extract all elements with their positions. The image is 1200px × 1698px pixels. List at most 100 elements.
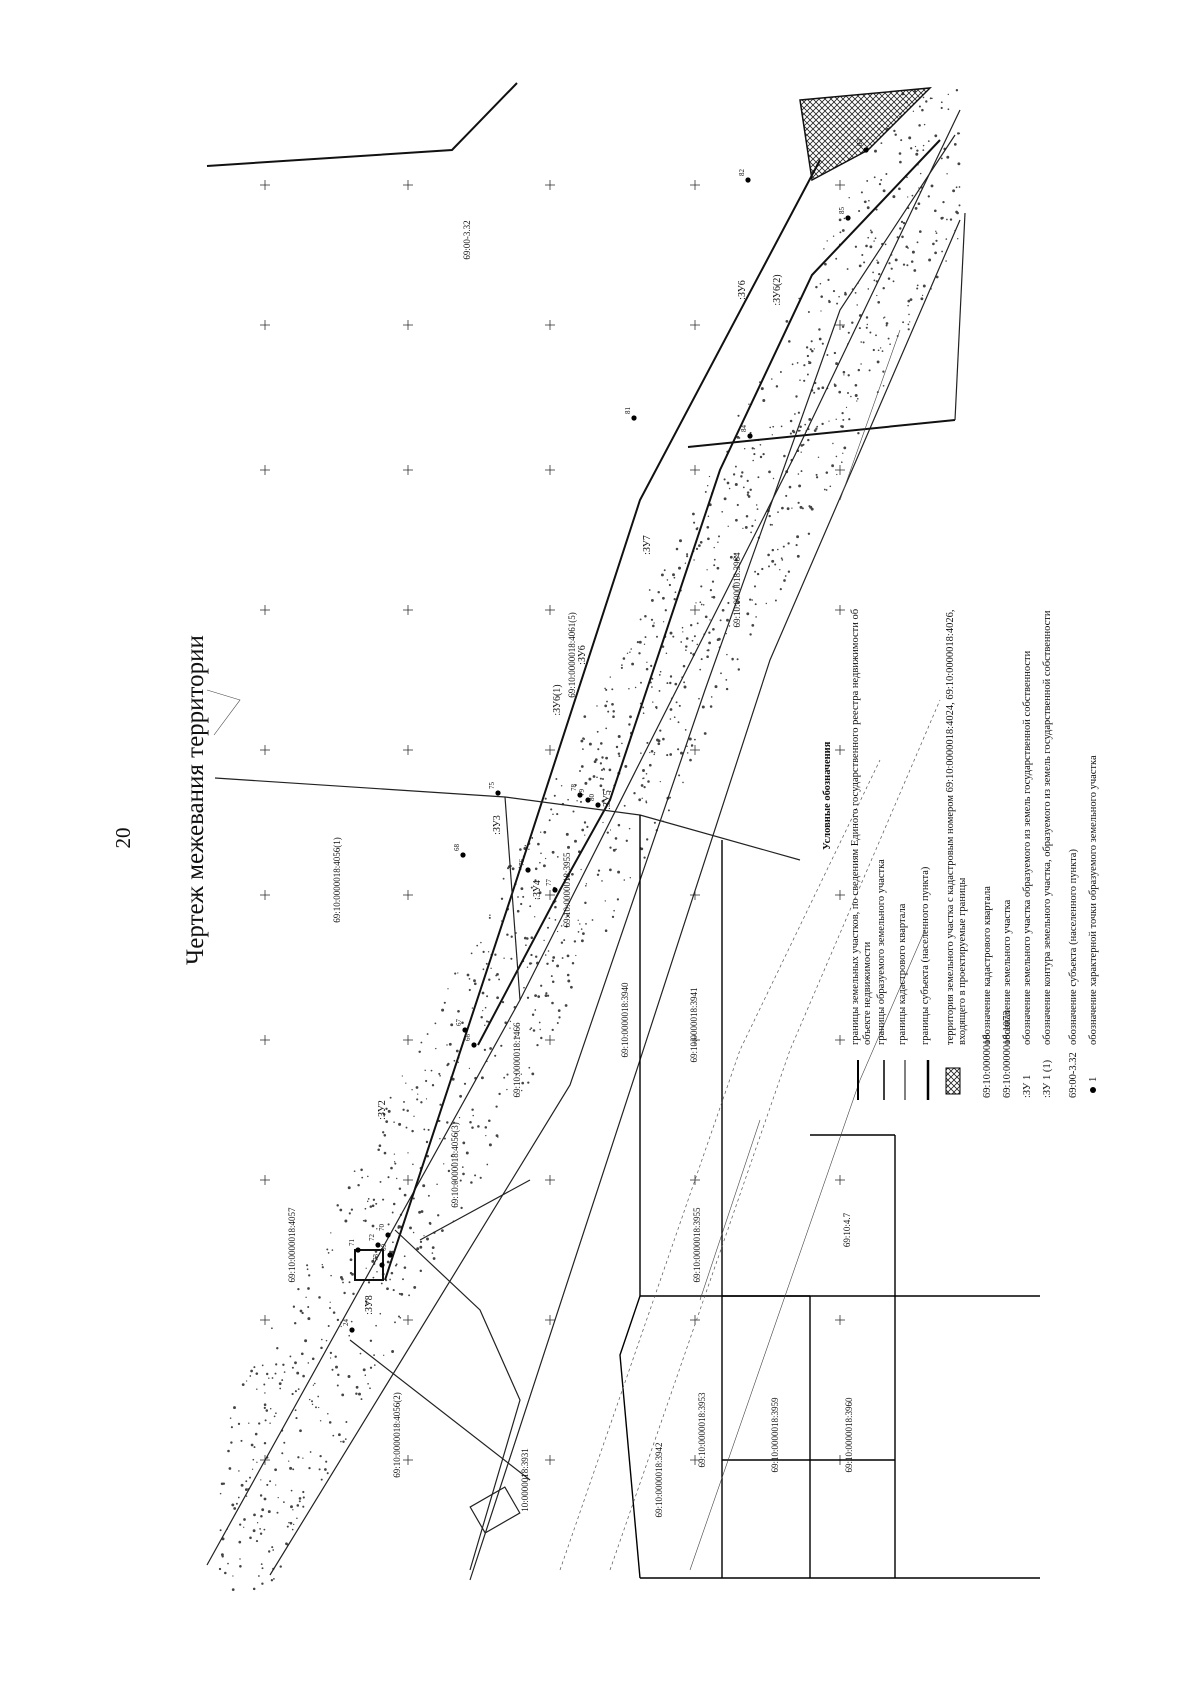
- stipple-dot: [539, 861, 541, 864]
- stipple-dot: [901, 235, 904, 239]
- stipple-dot: [367, 1281, 371, 1284]
- stipple-dot: [340, 1325, 342, 1328]
- parcel-label: 10:0000018:3931: [520, 1448, 530, 1512]
- stipple-dot: [592, 775, 596, 778]
- stipple-dot: [540, 984, 543, 987]
- stipple-dot: [319, 1420, 322, 1422]
- stipple-dot: [529, 905, 532, 908]
- stipple-dot: [704, 490, 707, 493]
- stipple-dot: [394, 1321, 396, 1324]
- stipple-dot: [843, 446, 847, 450]
- stipple-dot: [921, 108, 924, 112]
- stipple-dot: [336, 1318, 340, 1322]
- stipple-dot: [327, 1325, 330, 1327]
- stipple-dot: [707, 537, 710, 541]
- stipple-dot: [916, 149, 919, 152]
- legend-row: границы земельных участков, по сведениям…: [850, 609, 873, 1100]
- stipple-dot: [383, 1134, 387, 1137]
- stipple-dot: [604, 687, 606, 690]
- stipple-dot: [692, 512, 695, 516]
- stipple-dot: [528, 1066, 531, 1069]
- stipple-dot: [552, 813, 554, 816]
- stipple-dot: [580, 868, 582, 871]
- stipple-dot: [298, 1500, 301, 1503]
- stipple-dot: [709, 705, 713, 708]
- stipple-dot: [477, 1125, 480, 1128]
- legend: Условные обозначения границы земельных у…: [822, 609, 1099, 1100]
- stipple-dot: [599, 762, 603, 765]
- stipple-dot: [806, 373, 809, 376]
- stipple-dot: [472, 1114, 474, 1117]
- stipple-dot: [695, 547, 699, 551]
- stipple-dot: [735, 518, 738, 522]
- stipple-dot: [706, 655, 709, 659]
- stipple-dot: [327, 1412, 329, 1415]
- stipple-dot: [820, 295, 823, 298]
- stipple-dot: [611, 688, 614, 691]
- stipple-dot: [824, 262, 827, 266]
- stipple-dot: [471, 1007, 474, 1009]
- stipple-dot: [869, 229, 872, 232]
- stipple-dot: [334, 1355, 337, 1358]
- stipple-dot: [392, 1202, 396, 1206]
- stipple-dot: [332, 1434, 335, 1437]
- stipple-dot: [369, 1205, 373, 1208]
- stipple-dot: [461, 1166, 464, 1168]
- stipple-dot: [596, 873, 600, 877]
- stipple-dot: [296, 1371, 300, 1375]
- stipple-dot: [547, 994, 550, 997]
- stipple-dot: [291, 1528, 294, 1531]
- stipple-dot: [767, 553, 770, 557]
- stipple-dot: [804, 423, 807, 426]
- stipple-dot: [263, 1383, 266, 1386]
- stipple-dot: [900, 220, 904, 224]
- stipple-dot: [294, 1409, 297, 1412]
- stipple-dot: [782, 545, 785, 548]
- stipple-dot: [489, 1047, 492, 1050]
- stipple-dot: [604, 704, 608, 708]
- stipple-dot: [443, 1137, 446, 1140]
- stipple-dot: [457, 1009, 460, 1013]
- stipple-dot: [537, 898, 539, 900]
- stipple-dot: [653, 753, 655, 756]
- stipple-dot: [818, 337, 822, 341]
- stipple-dot: [786, 507, 790, 511]
- legend-symbol-text: :ЗУ 1 (1): [1042, 1059, 1053, 1098]
- stipple-dot: [462, 1141, 466, 1145]
- stipple-dot: [263, 1403, 267, 1406]
- stipple-dot: [836, 302, 839, 305]
- stipple-dot: [359, 1352, 362, 1355]
- stipple-dot: [889, 343, 891, 345]
- parcel-label: 69:10:0000018:4056(1): [332, 837, 342, 923]
- cross-boundary-2: [504, 796, 521, 1001]
- stipple-dot: [229, 1417, 232, 1419]
- stipple-dot: [443, 1001, 446, 1004]
- stipple-dot: [455, 1049, 459, 1053]
- stipple-dot: [408, 1294, 411, 1297]
- stipple-dot: [345, 1421, 348, 1423]
- stipple-dot: [779, 569, 781, 571]
- stipple-dot: [774, 563, 777, 566]
- stipple-dot: [495, 1105, 498, 1108]
- stipple-dot: [596, 776, 598, 779]
- stipple-dot: [278, 1382, 282, 1385]
- stipple-dot: [461, 1021, 464, 1025]
- stipple-dot: [931, 97, 933, 100]
- stipple-dot: [828, 420, 830, 422]
- stipple-dot: [880, 178, 883, 181]
- stipple-dot: [873, 240, 875, 242]
- building-outline: [469, 1486, 521, 1534]
- inner-boundary-2: [349, 1339, 531, 1481]
- stipple-dot: [439, 1138, 441, 1140]
- stipple-dot: [490, 967, 492, 970]
- stipple-dot: [382, 1113, 386, 1116]
- stipple-dot: [909, 321, 911, 323]
- stipple-dot: [580, 939, 584, 943]
- parcel-label: 69:10:0000018:4061(5): [567, 612, 577, 698]
- stipple-dot: [666, 579, 669, 581]
- stipple-dot: [841, 229, 845, 232]
- boundary-point: [747, 433, 753, 439]
- stipple-dot: [527, 1081, 530, 1084]
- stipple-dot: [768, 565, 770, 568]
